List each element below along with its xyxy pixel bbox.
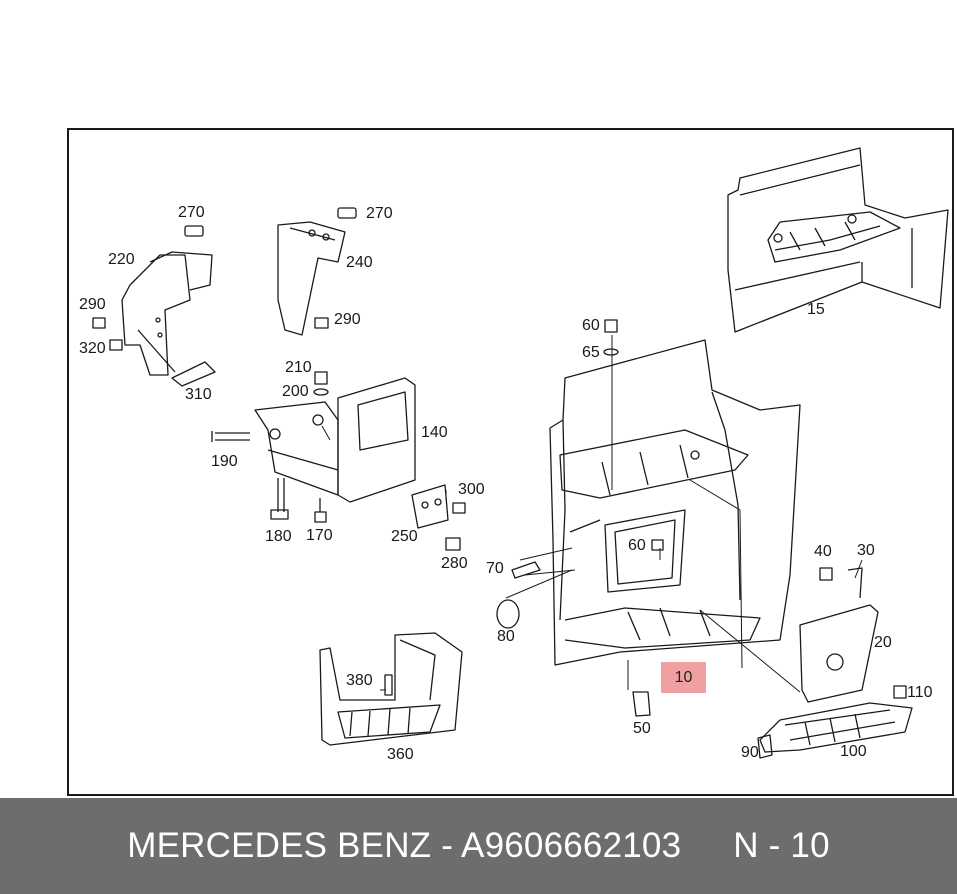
- callout-50: 50: [633, 720, 651, 737]
- callout-360: 360: [387, 746, 414, 763]
- part-70-cap: [511, 561, 541, 579]
- part-10-step-housing: [549, 339, 801, 666]
- callout-220: 220: [108, 251, 135, 268]
- callout-270-right: 270: [366, 205, 393, 222]
- callout-310: 310: [185, 386, 212, 403]
- callout-170: 170: [306, 527, 333, 544]
- part-220-bracket: [121, 251, 216, 387]
- callout-60-top: 60: [582, 317, 600, 334]
- callout-300: 300: [458, 481, 485, 498]
- fasteners: [92, 207, 907, 759]
- part-250-bracket: [411, 484, 449, 529]
- callout-65: 65: [582, 344, 600, 361]
- callout-100: 100: [840, 743, 867, 760]
- callout-140: 140: [421, 424, 448, 441]
- callout-60-mid: 60: [628, 537, 646, 554]
- callout-380: 380: [346, 672, 373, 689]
- callout-250: 250: [391, 528, 418, 545]
- callout-40: 40: [814, 543, 832, 560]
- part-20-cover: [799, 604, 879, 703]
- callout-20: 20: [874, 634, 892, 651]
- reference-number-text: N - 10: [733, 826, 830, 865]
- part-100-step-tread: [759, 702, 913, 753]
- callout-180: 180: [265, 528, 292, 545]
- callout-240: 240: [346, 254, 373, 271]
- part-360-lower-step: [319, 632, 463, 746]
- callout-290-right: 290: [334, 311, 361, 328]
- callout-210: 210: [285, 359, 312, 376]
- callout-10-highlighted: 10: [661, 662, 706, 693]
- callout-190: 190: [211, 453, 238, 470]
- callout-110: 110: [907, 684, 933, 701]
- callout-270-left: 270: [178, 204, 205, 221]
- part-140-bracket-box: [254, 377, 416, 503]
- part-number-banner: MERCEDES BENZ - A9606662103 N - 10: [0, 798, 957, 894]
- part-80-plug: [496, 599, 520, 629]
- callout-90: 90: [741, 744, 759, 761]
- leader-lines: [321, 335, 863, 693]
- parts-diagram-frame: [67, 128, 954, 796]
- callout-80: 80: [497, 628, 515, 645]
- callout-280: 280: [441, 555, 468, 572]
- callout-200: 200: [282, 383, 309, 400]
- part-240-bracket: [277, 221, 346, 336]
- parts-diagram: [92, 147, 949, 759]
- callout-15: 15: [807, 301, 825, 318]
- part-15-step-trim: [727, 147, 949, 333]
- callout-290-left: 290: [79, 296, 106, 313]
- callout-320: 320: [79, 340, 106, 357]
- part-number-text: MERCEDES BENZ - A9606662103: [127, 826, 682, 865]
- callout-30: 30: [857, 542, 875, 559]
- callout-70: 70: [486, 560, 504, 577]
